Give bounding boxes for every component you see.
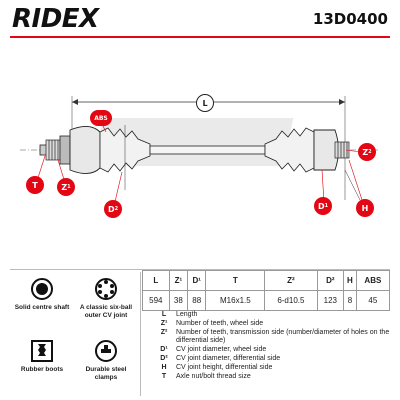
- specs-value-row: 594 38 88 M16x1.5 6-d10.5 123 8 45: [142, 290, 391, 311]
- feature-label: A classic six-ball outer CV joint: [79, 304, 133, 319]
- legend-key: D²: [160, 355, 168, 363]
- specs-value-cell: 88: [187, 290, 207, 311]
- specs-table: L Z¹ D¹ T Z² D² H ABS 594 38 88 M16x1.5 …: [142, 270, 391, 311]
- label-length: L: [196, 94, 214, 112]
- specs-header-cell: Z¹: [168, 270, 189, 291]
- specs-header-cell: H: [343, 270, 357, 291]
- feature-six-ball-joint: A classic six-ball outer CV joint: [74, 272, 138, 320]
- label-t-text: T: [32, 180, 38, 190]
- feature-label: Rubber boots: [20, 366, 64, 373]
- feature-solid-shaft: Solid centre shaft: [10, 272, 74, 312]
- label-z2-text: Z: [362, 147, 369, 157]
- legend-key: H: [161, 364, 167, 372]
- features-panel: Solid centre shaft A classic six-ball ou…: [10, 272, 138, 390]
- specs-header-cell: ABS: [355, 270, 391, 291]
- specs-value-cell: 594: [142, 290, 170, 311]
- specs-value-cell: 6-d10.5: [264, 290, 318, 311]
- specs-value-cell: 123: [316, 290, 345, 311]
- label-abs-text: ABS: [94, 114, 108, 122]
- wheel-side-spline: [45, 139, 61, 161]
- specs-value-cell: 45: [355, 290, 391, 311]
- header: RIDEX 13D0400: [0, 0, 400, 38]
- legend-text: Number of teeth, transmission side (numb…: [176, 329, 390, 345]
- six-ball-joint-icon: [93, 276, 119, 302]
- legend-item: T Axle nut/bolt thread size: [152, 373, 392, 381]
- legend: L Length Z¹ Number of teeth, wheel side Z²…: [152, 311, 392, 382]
- legend-item: D¹ CV joint diameter, wheel side: [152, 346, 392, 354]
- rubber-boot-icon: [29, 338, 55, 364]
- specs-header-cell: T: [205, 270, 266, 291]
- label-d2-text: D: [107, 204, 115, 214]
- label-z1-text: Z: [61, 182, 68, 192]
- legend-key: Z²: [160, 329, 168, 337]
- brand-logo-text: RIDEX: [12, 4, 99, 34]
- legend-text: CV joint diameter, differential side: [176, 355, 281, 363]
- section-divider: [10, 269, 390, 270]
- legend-key: T: [161, 373, 167, 381]
- solid-shaft-icon: [29, 276, 55, 302]
- legend-text: Axle nut/bolt thread size: [176, 373, 251, 381]
- specs-header-row: L Z¹ D¹ T Z² D² H ABS: [142, 270, 391, 291]
- feature-label: Durable steel clamps: [85, 366, 127, 381]
- label-abs: ABS: [90, 110, 112, 126]
- specs-value-cell: 38: [168, 290, 189, 311]
- drive-shaft-drawing: [20, 96, 380, 207]
- legend-text: Length: [176, 311, 198, 318]
- legend-item: D² CV joint diameter, differential side: [152, 355, 392, 363]
- legend-key: Z¹: [160, 320, 168, 328]
- specs-header-cell: Z²: [264, 270, 318, 291]
- brand-logo: RIDEX: [12, 4, 99, 34]
- legend-item: Z² Number of teeth, transmission side (nu…: [152, 329, 392, 345]
- legend-text: Number of teeth, wheel side: [176, 320, 264, 328]
- label-t: T: [26, 176, 44, 194]
- part-number: 13D0400: [312, 10, 388, 28]
- abs-ring: [59, 135, 71, 165]
- legend-text: CV joint diameter, wheel side: [176, 346, 267, 354]
- legend-item: Z¹ Number of teeth, wheel side: [152, 320, 392, 328]
- label-d1-text: D: [317, 201, 325, 211]
- specs-value-cell: 8: [343, 290, 357, 311]
- header-divider: [10, 36, 390, 38]
- label-length-text: L: [202, 98, 208, 108]
- feature-rubber-boots: Rubber boots: [10, 334, 74, 374]
- legend-item: L Length: [152, 311, 392, 319]
- feature-label: Solid centre shaft: [14, 304, 70, 311]
- label-h-text: H: [361, 203, 369, 213]
- label-h: H: [356, 199, 374, 217]
- steel-clamp-icon: [93, 338, 119, 364]
- legend-text: CV joint height, differential side: [176, 364, 273, 372]
- legend-key: D¹: [160, 346, 168, 354]
- legend-key: L: [161, 311, 167, 318]
- specs-value-cell: M16x1.5: [205, 290, 266, 311]
- specs-header-cell: D²: [316, 270, 345, 291]
- specs-header-cell: D¹: [187, 270, 207, 291]
- legend-item: H CV joint height, differential side: [152, 364, 392, 372]
- feature-steel-clamps: Durable steel clamps: [74, 334, 138, 382]
- column-divider: [140, 272, 141, 396]
- specs-header-cell: L: [142, 270, 170, 291]
- outer-cv-joint: [69, 126, 101, 174]
- centre-shaft: [149, 145, 266, 155]
